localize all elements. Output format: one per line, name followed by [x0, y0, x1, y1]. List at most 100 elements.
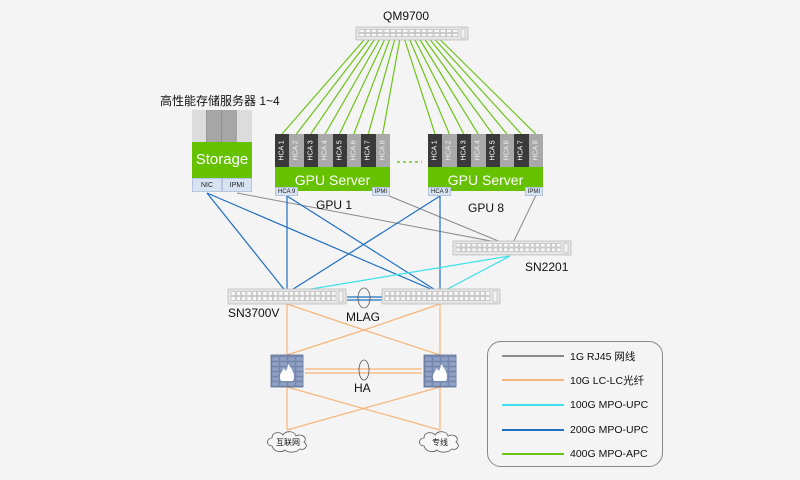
firewall-1[interactable]: [270, 354, 304, 388]
legend-label: 10G LC-LC光纤: [570, 374, 645, 387]
mgmt-switch-sn2201[interactable]: [452, 240, 572, 256]
switch-port: [241, 291, 247, 296]
switch-port: [471, 243, 477, 248]
switch-port: [310, 296, 316, 301]
ipmi-port[interactable]: IPMI: [371, 187, 390, 196]
switch-port: [437, 296, 443, 301]
spine-switch-qm9700[interactable]: [355, 26, 469, 41]
switch-port: [503, 247, 509, 252]
leaf-switch-sn3700v-2[interactable]: [381, 288, 501, 305]
switch-port: [411, 291, 417, 296]
gpu-server-label: GPU Server: [428, 167, 543, 191]
link-400g: [310, 39, 375, 135]
ipmi-port[interactable]: IPMI: [524, 187, 543, 196]
hca-port[interactable]: HCA 3: [456, 134, 472, 167]
gpu-server-name: GPU 8: [468, 201, 505, 215]
cloud-label: 互联网: [276, 438, 300, 447]
switch-port: [371, 33, 377, 37]
firewall-2[interactable]: [423, 354, 457, 388]
firewall-brick: [271, 356, 280, 362]
firewall-brick: [424, 381, 433, 387]
switch-port: [411, 296, 417, 301]
switch-port: [289, 291, 294, 296]
link-10g: [363, 303, 441, 331]
hca-port[interactable]: HCA 3: [303, 134, 319, 167]
hca-port[interactable]: HCA 8: [528, 134, 543, 167]
hca-port-label: HCA 5: [336, 140, 344, 161]
leaf-switch-sn3700v-1[interactable]: [227, 288, 347, 305]
switch-port: [480, 296, 485, 301]
hca-port[interactable]: HCA 2: [289, 134, 304, 167]
switch-port: [320, 296, 326, 301]
switch-port: [273, 296, 278, 301]
hca-port[interactable]: HCA 1: [428, 134, 443, 167]
switch-port: [492, 243, 498, 248]
hca9-port[interactable]: HCA 9: [428, 187, 452, 196]
switch-port: [461, 243, 466, 248]
hca9-port[interactable]: HCA 9: [275, 187, 299, 196]
firewall-brick: [279, 361, 288, 367]
switch-port: [331, 296, 337, 301]
hca-port[interactable]: HCA 2: [442, 134, 457, 167]
switch-port: [482, 247, 488, 252]
hca-port[interactable]: HCA 5: [485, 134, 500, 167]
switch-port: [408, 29, 415, 33]
switch-port: [448, 291, 454, 296]
legend-swatch: [502, 453, 564, 455]
legend-swatch: [502, 429, 564, 431]
hca-port[interactable]: HCA 6: [499, 134, 515, 167]
hca-port[interactable]: HCA 8: [375, 134, 390, 167]
cloud-icon: [267, 431, 307, 453]
legend-swatch: [502, 404, 564, 406]
storage-ipmi-port[interactable]: IPMI: [222, 178, 252, 192]
flame-icon: [432, 364, 448, 381]
switch-port: [246, 296, 252, 301]
storage-nic-port[interactable]: NIC: [192, 178, 222, 192]
firewall-brick: [271, 371, 280, 377]
switch-port: [427, 296, 432, 301]
mgmt-switch-label: SN2201: [525, 260, 569, 274]
cloud-private-line[interactable]: [419, 431, 459, 453]
switch-port: [540, 243, 546, 248]
link-100g: [286, 255, 511, 294]
hca-port[interactable]: HCA 4: [318, 134, 333, 167]
link-1g: [381, 192, 509, 246]
switch-port: [371, 29, 377, 33]
link-400g: [409, 39, 450, 135]
switch-port: [474, 296, 480, 301]
link-400g: [382, 39, 401, 135]
switch-port: [529, 247, 535, 252]
switch-port: [257, 291, 263, 296]
cloud-internet[interactable]: [267, 431, 307, 453]
link-10g: [363, 329, 441, 356]
switch-port: [262, 296, 268, 301]
switch-port: [519, 243, 525, 248]
switch-port: [384, 291, 390, 296]
hca-port[interactable]: HCA 7: [514, 134, 529, 167]
switch-port: [400, 296, 406, 301]
link-400g: [367, 39, 396, 135]
hca-port[interactable]: HCA 7: [361, 134, 376, 167]
switch-port: [299, 296, 305, 301]
switch-port: [464, 296, 470, 301]
switch-port: [508, 243, 514, 248]
hca-port[interactable]: HCA 1: [275, 134, 290, 167]
switch-port: [455, 247, 461, 252]
spine-switch-label: QM9700: [383, 9, 430, 23]
hca-port[interactable]: HCA 5: [332, 134, 347, 167]
switch-port: [519, 247, 525, 252]
hca-port[interactable]: HCA 4: [471, 134, 486, 167]
hca-port[interactable]: HCA 6: [346, 134, 362, 167]
cloud-label: 专线: [432, 438, 448, 447]
switch-port: [331, 291, 337, 296]
switch-port: [400, 291, 406, 296]
firewall-brick: [279, 356, 288, 362]
switch-psu: [338, 290, 344, 303]
link-1g: [236, 192, 513, 246]
legend-swatch: [502, 379, 564, 381]
storage-server[interactable]: Storage NIC IPMI: [192, 110, 252, 192]
